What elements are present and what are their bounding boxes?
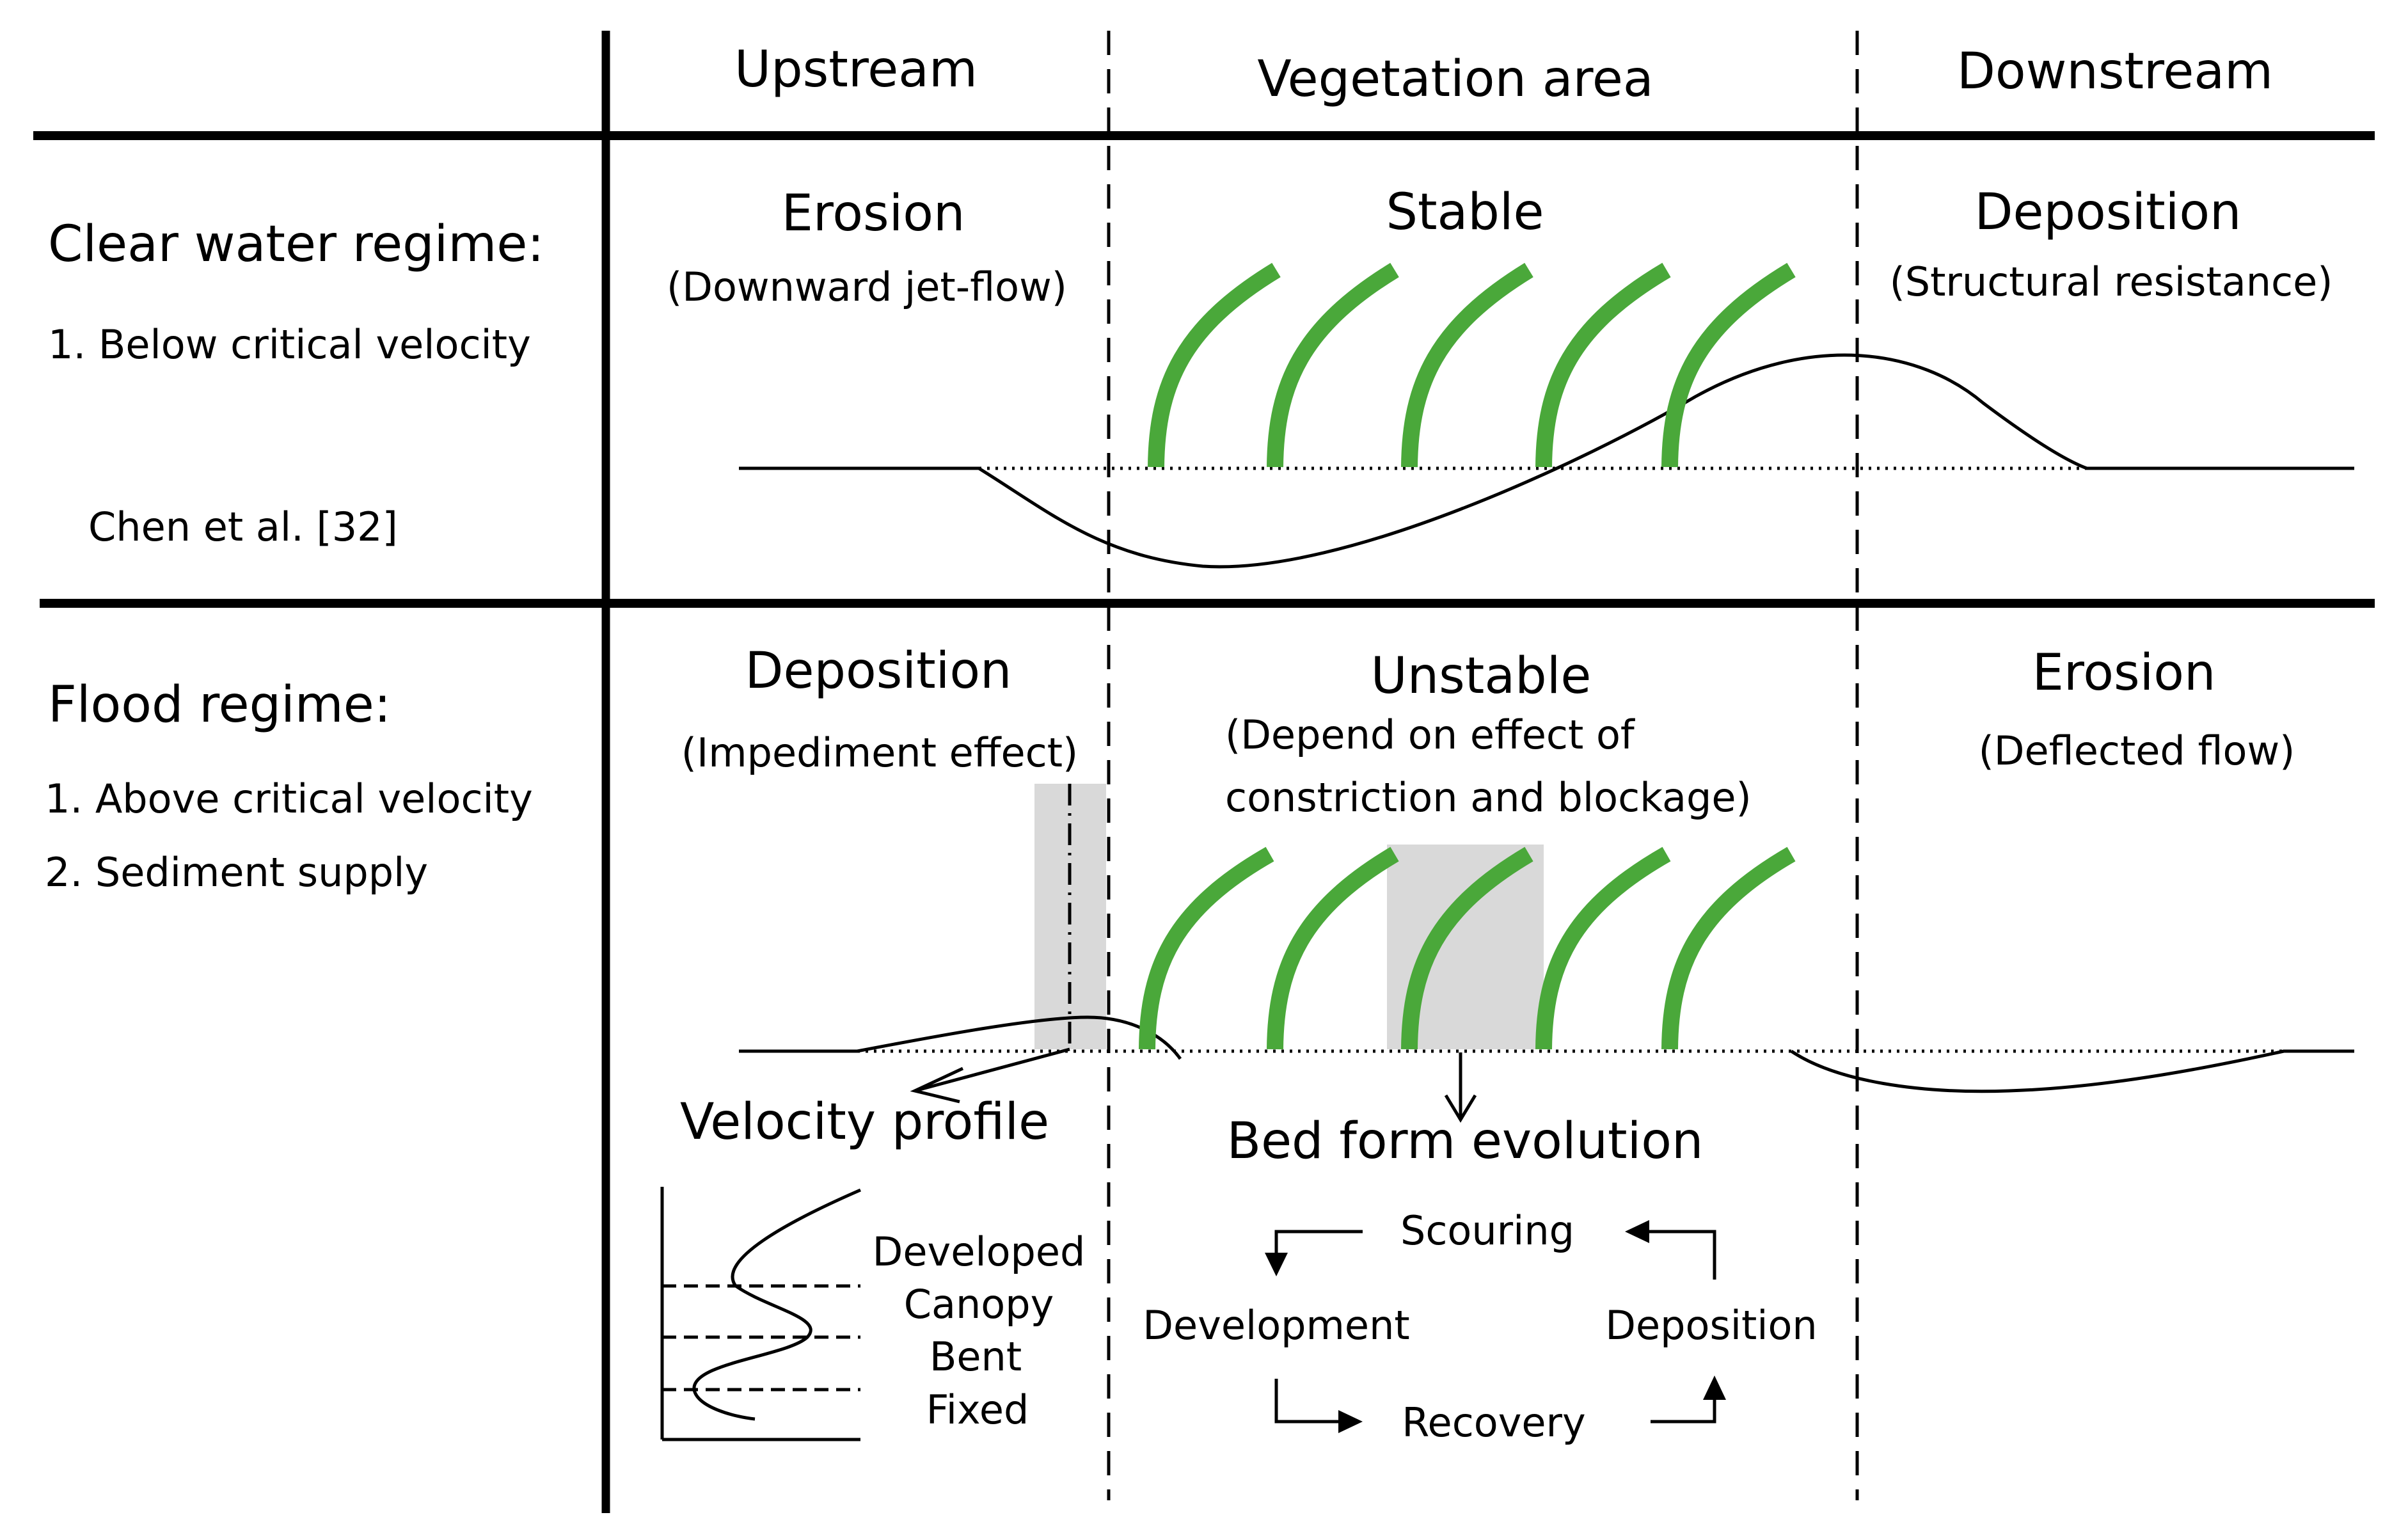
flood-downstream-scour: [1790, 1049, 2354, 1093]
cycle-development: Development: [1143, 1302, 1409, 1349]
velocity-curve: [692, 1188, 861, 1421]
bedform-evolution-title: Bed form evolution: [1227, 1113, 1704, 1170]
arrow-head-icon: [1265, 1253, 1288, 1276]
cycle-arrow: [1274, 1379, 1350, 1424]
profile-layer-developed: Developed: [873, 1228, 1086, 1275]
cycle-arrow: [1274, 1230, 1363, 1267]
profile-layer-fixed: Fixed: [926, 1386, 1029, 1433]
cycle-deposition: Deposition: [1605, 1302, 1817, 1349]
profile-layer-bent: Bent: [930, 1333, 1022, 1380]
cycle-arrows: [1265, 1220, 1726, 1433]
flood-condition-1: 1. Above critical velocity: [45, 775, 533, 822]
arrow-head-icon: [1444, 1094, 1477, 1123]
cycle-arrow: [1651, 1388, 1716, 1424]
flood-regime-title: Flood regime:: [48, 676, 391, 734]
flood-vegetation-cause-line2: constriction and blockage): [1225, 774, 1752, 821]
clear-bed-profile: [739, 353, 2354, 569]
velocity-profile-pointer: [910, 1047, 1070, 1104]
flood-upstream-cause: (Impediment effect): [681, 729, 1078, 776]
header-vegetation-area: Vegetation area: [1257, 51, 1653, 108]
vegetation-stem-icon: [1535, 262, 1671, 468]
table-grid: [33, 31, 2375, 1513]
clear-upstream-cause: (Downward jet-flow): [667, 264, 1067, 310]
vegetation-stem-icon: [1267, 846, 1399, 1050]
vegetation-stem-icon: [1139, 846, 1274, 1050]
arrow-head-icon: [1338, 1410, 1363, 1433]
cycle-scouring: Scouring: [1400, 1207, 1574, 1254]
vegetation-stem-icon: [1401, 262, 1533, 468]
vegetation-stem-icon: [1661, 262, 1796, 468]
flood-vegetation-stems: [1139, 846, 1796, 1050]
flood-downstream-state: Erosion: [2032, 644, 2216, 702]
vegetation-stem-icon: [1267, 262, 1399, 468]
vegetation-stem-icon: [1401, 846, 1533, 1050]
clear-upstream-state: Erosion: [782, 185, 965, 242]
bedform-pointer: [1444, 1052, 1477, 1123]
vegetation-stem-icon: [1535, 846, 1671, 1050]
velocity-profile-chart: [660, 1187, 861, 1441]
clear-water-regime-title: Clear water regime:: [48, 216, 544, 273]
clear-downstream-state: Deposition: [1974, 184, 2241, 241]
arrow-head-icon: [1703, 1376, 1726, 1400]
flood-downstream-cause: (Deflected flow): [1979, 727, 2295, 774]
flood-vegetation-state: Unstable: [1371, 647, 1592, 705]
reference-citation: Chen et al. [32]: [88, 504, 398, 550]
flood-vegetation-cause-line1: (Depend on effect of: [1225, 711, 1636, 758]
vegetation-stem-icon: [1661, 846, 1796, 1050]
clear-downstream-cause: (Structural resistance): [1890, 258, 2333, 305]
vegetation-stem-icon: [1148, 262, 1281, 468]
clear-vegetation-stems: [1148, 262, 1796, 468]
arrow-head-icon: [910, 1067, 964, 1104]
profile-layer-canopy: Canopy: [904, 1281, 1054, 1328]
header-upstream: Upstream: [734, 41, 978, 99]
cycle-arrow: [1638, 1230, 1716, 1280]
cycle-recovery: Recovery: [1402, 1399, 1585, 1446]
velocity-profile-title: Velocity profile: [680, 1093, 1049, 1151]
arrow-head-icon: [1625, 1220, 1649, 1243]
clear-water-condition-1: 1. Below critical velocity: [48, 321, 531, 368]
clear-vegetation-state: Stable: [1386, 184, 1544, 241]
flood-upstream-state: Deposition: [745, 642, 1011, 700]
flood-condition-2: 2. Sediment supply: [45, 849, 428, 896]
header-downstream: Downstream: [1957, 43, 2273, 100]
